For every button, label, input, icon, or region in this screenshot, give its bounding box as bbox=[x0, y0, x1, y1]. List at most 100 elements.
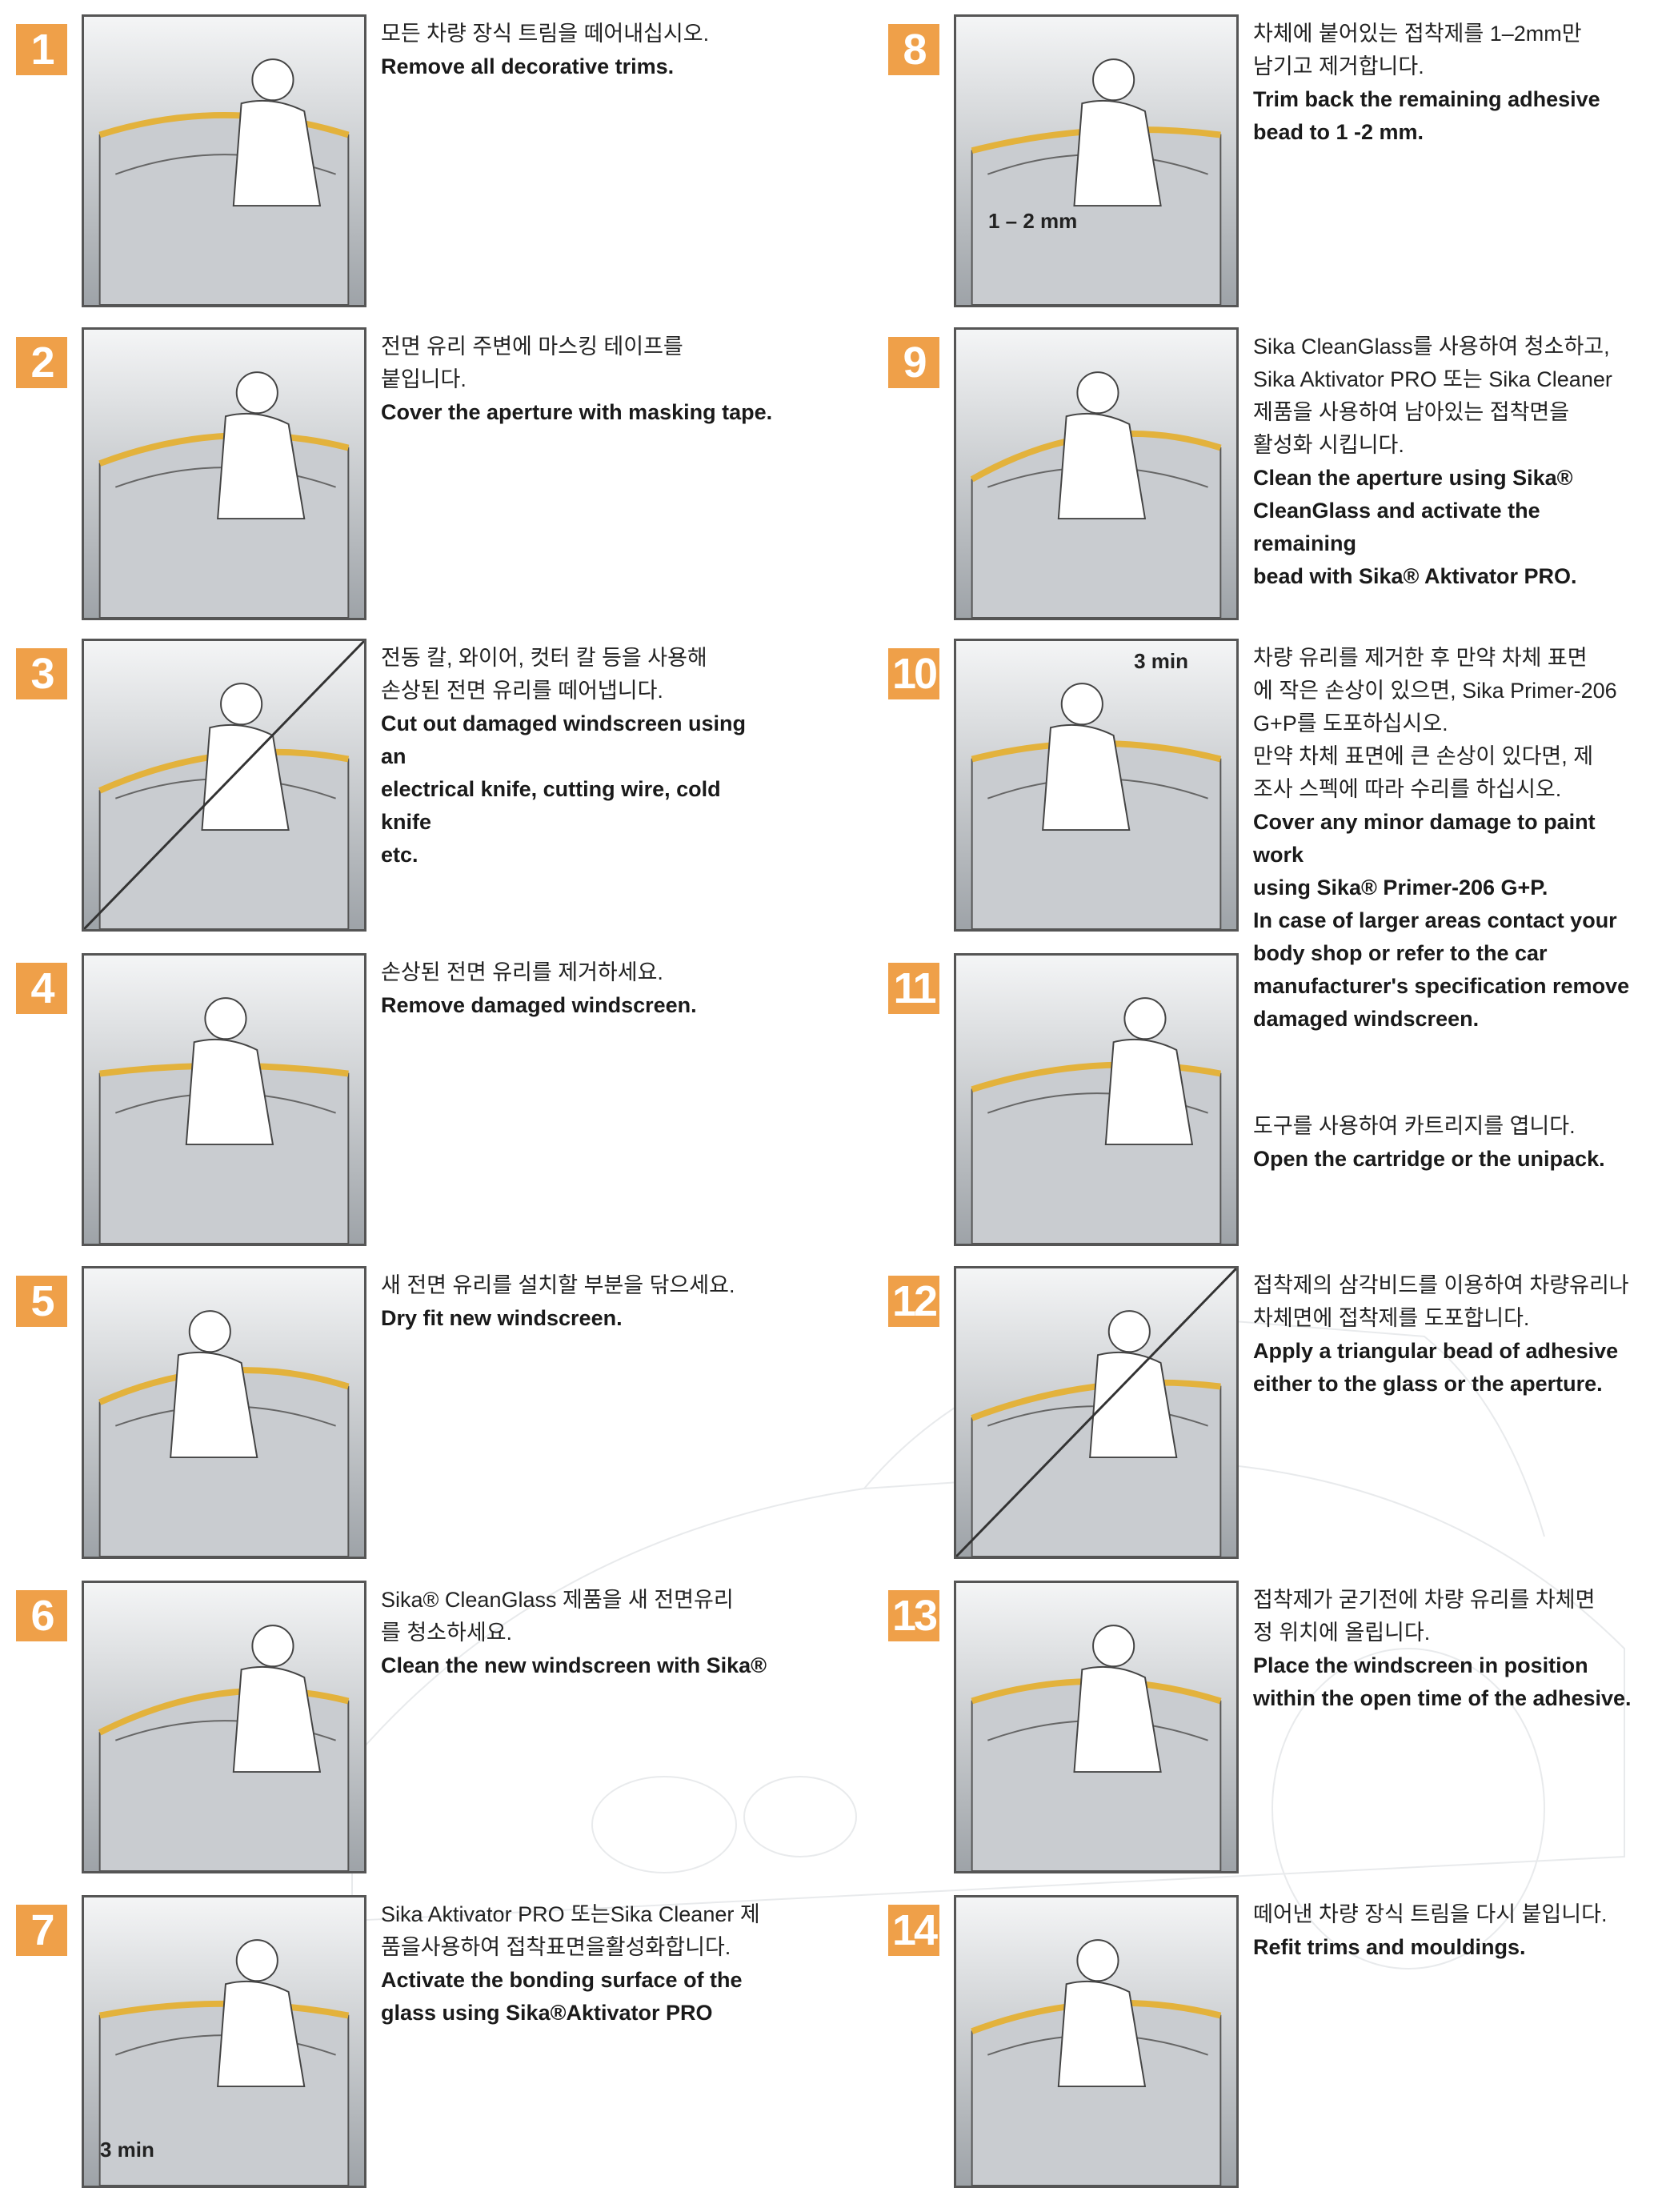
korean-instruction-line: 를 청소하세요. bbox=[381, 1621, 513, 1645]
step-illustration bbox=[954, 1581, 1239, 1873]
korean-instruction-line: Sika Aktivator PRO 또는 Sika Cleaner bbox=[1253, 367, 1612, 391]
korean-instruction-line: Sika® CleanGlass 제품을 새 전면유리 bbox=[381, 1588, 734, 1612]
korean-instruction-line: 붙입니다. bbox=[381, 367, 467, 391]
english-instruction-line: manufacturer's specification remove bbox=[1253, 974, 1630, 998]
english-instruction-line: within the open time of the adhesive. bbox=[1253, 1686, 1632, 1710]
korean-instruction-line: 모든 차량 장식 트림을 떼어내십시오. bbox=[381, 22, 710, 46]
korean-instruction-line: 전면 유리 주변에 마스킹 테이프를 bbox=[381, 335, 683, 359]
english-instruction-line: using Sika® Primer-206 G+P. bbox=[1253, 876, 1548, 900]
step-illustration bbox=[954, 1266, 1239, 1559]
english-instruction-line: Cover the aperture with masking tape. bbox=[381, 400, 773, 424]
english-instruction-line: In case of larger areas contact your bbox=[1253, 908, 1617, 932]
korean-instruction-line: 차량 유리를 제거한 후 만약 차체 표면 bbox=[1253, 646, 1588, 670]
english-instruction-line: Activate the bonding surface of the bbox=[381, 1968, 743, 1992]
step-illustration bbox=[82, 1581, 366, 1873]
step-11: 11 도구를 사용하여 카트리지를 엽니다. Open the cartridge … bbox=[888, 953, 1678, 1249]
illustration-label: 3 min bbox=[100, 2138, 154, 2162]
english-instruction-line: Remove damaged windscreen. bbox=[381, 993, 697, 1017]
english-instruction-line: CleanGlass and activate the remaining bbox=[1253, 499, 1540, 555]
english-instruction-line: body shop or refer to the car bbox=[1253, 941, 1548, 965]
english-instruction-line: either to the glass or the aperture. bbox=[1253, 1372, 1603, 1396]
illustration-label: 3 min bbox=[1134, 649, 1188, 673]
english-instruction-line: bead to 1 -2 mm. bbox=[1253, 120, 1424, 144]
step-text: Sika CleanGlass를 사용하여 청소하고, Sika Aktivato… bbox=[1253, 331, 1645, 593]
korean-instruction-line: Sika CleanGlass를 사용하여 청소하고, bbox=[1253, 335, 1610, 359]
english-instruction-line: Apply a triangular bead of adhesive bbox=[1253, 1339, 1619, 1363]
step-text: 도구를 사용하여 카트리지를 엽니다. Open the cartridge or… bbox=[1253, 1110, 1645, 1176]
english-instruction-line: Clean the aperture using Sika® bbox=[1253, 466, 1573, 490]
step-illustration bbox=[954, 1895, 1239, 2188]
korean-instruction-line: 손상된 전면 유리를 떼어냅니다. bbox=[381, 679, 663, 703]
korean-instruction-line: 에 작은 손상이 있으면, Sika Primer-206 bbox=[1253, 679, 1617, 703]
korean-instruction-line: 조사 스펙에 따라 수리를 하십시오. bbox=[1253, 777, 1562, 801]
korean-instruction-line: 접착제가 굳기전에 차량 유리를 차체면 bbox=[1253, 1588, 1596, 1612]
korean-instruction-line: 떼어낸 차량 장식 트림을 다시 붙입니다. bbox=[1253, 1902, 1608, 1926]
step-illustration: 1 – 2 mm bbox=[954, 14, 1239, 307]
korean-instruction-line: 품을사용하여 접착표면을활성화합니다. bbox=[381, 1935, 731, 1959]
step-number-badge: 1 bbox=[16, 24, 67, 75]
english-instruction-line: Refit trims and mouldings. bbox=[1253, 1935, 1526, 1959]
korean-instruction-line: 만약 차체 표면에 큰 손상이 있다면, 제 bbox=[1253, 744, 1594, 768]
english-instruction-line: Trim back the remaining adhesive bbox=[1253, 87, 1600, 111]
korean-instruction-line: 손상된 전면 유리를 제거하세요. bbox=[381, 960, 663, 984]
step-1: 1 모든 차량 장식 트림을 떼어내십시오. Remove all decorati… bbox=[16, 14, 816, 311]
korean-instruction-line: 전동 칼, 와이어, 컷터 칼 등을 사용해 bbox=[381, 646, 707, 670]
step-illustration: 3 min bbox=[82, 1895, 366, 2188]
korean-instruction-line: 제품을 사용하여 남아있는 접착면을 bbox=[1253, 400, 1570, 424]
step-number-badge: 12 bbox=[888, 1276, 939, 1327]
korean-instruction-line: G+P를 도포하십시오. bbox=[1253, 711, 1448, 735]
english-instruction-line: Cut out damaged windscreen using an bbox=[381, 711, 747, 768]
korean-instruction-line: 차체면에 접착제를 도포합니다. bbox=[1253, 1306, 1530, 1330]
step-14: 14 떼어낸 차량 장식 트림을 다시 붙입니다. Refit trims and … bbox=[888, 1895, 1678, 2191]
korean-instruction-line: 정 위치에 올립니다. bbox=[1253, 1621, 1431, 1645]
step-number-badge: 4 bbox=[16, 963, 67, 1014]
korean-instruction-line: 도구를 사용하여 카트리지를 엽니다. bbox=[1253, 1114, 1576, 1138]
english-instruction-line: Remove all decorative trims. bbox=[381, 54, 675, 78]
english-instruction-line: Open the cartridge or the unipack. bbox=[1253, 1147, 1605, 1171]
step-number-badge: 3 bbox=[16, 648, 67, 699]
step-text: 손상된 전면 유리를 제거하세요. Remove damaged windscre… bbox=[381, 956, 773, 1022]
illustration-label: 1 – 2 mm bbox=[988, 209, 1078, 233]
step-illustration bbox=[954, 327, 1239, 620]
step-illustration bbox=[82, 327, 366, 620]
english-instruction-line: Dry fit new windscreen. bbox=[381, 1306, 623, 1330]
step-number-badge: 8 bbox=[888, 24, 939, 75]
korean-instruction-line: 새 전면 유리를 설치할 부분을 닦으세요. bbox=[381, 1273, 735, 1297]
step-number-badge: 10 bbox=[888, 648, 939, 699]
step-number-badge: 14 bbox=[888, 1905, 939, 1956]
step-4: 4 손상된 전면 유리를 제거하세요. Remove damaged windscr… bbox=[16, 953, 816, 1249]
step-illustration bbox=[82, 1266, 366, 1559]
english-instruction-line: Clean the new windscreen with Sika® bbox=[381, 1653, 767, 1677]
step-number-badge: 2 bbox=[16, 337, 67, 388]
english-instruction-line: glass using Sika®Aktivator PRO bbox=[381, 2001, 713, 2025]
step-7: 7 3 min Sika Aktivator PRO 또는Sika Cleaner … bbox=[16, 1895, 816, 2191]
step-text: 새 전면 유리를 설치할 부분을 닦으세요. Dry fit new windsc… bbox=[381, 1269, 773, 1335]
step-text: 떼어낸 차량 장식 트림을 다시 붙입니다. Refit trims and mo… bbox=[1253, 1898, 1645, 1964]
step-number-badge: 11 bbox=[888, 963, 939, 1014]
step-number-badge: 7 bbox=[16, 1905, 67, 1956]
step-illustration bbox=[954, 953, 1239, 1246]
step-illustration: 3 min bbox=[954, 639, 1239, 932]
korean-instruction-line: 남기고 제거합니다. bbox=[1253, 54, 1424, 78]
step-number-badge: 9 bbox=[888, 337, 939, 388]
step-illustration bbox=[82, 953, 366, 1246]
step-number-badge: 6 bbox=[16, 1590, 67, 1641]
step-text: 모든 차량 장식 트림을 떼어내십시오. Remove all decorativ… bbox=[381, 18, 773, 83]
korean-instruction-line: 차체에 붙어있는 접착제를 1–2mm만 bbox=[1253, 22, 1582, 46]
english-instruction-line: damaged windscreen. bbox=[1253, 1007, 1480, 1031]
